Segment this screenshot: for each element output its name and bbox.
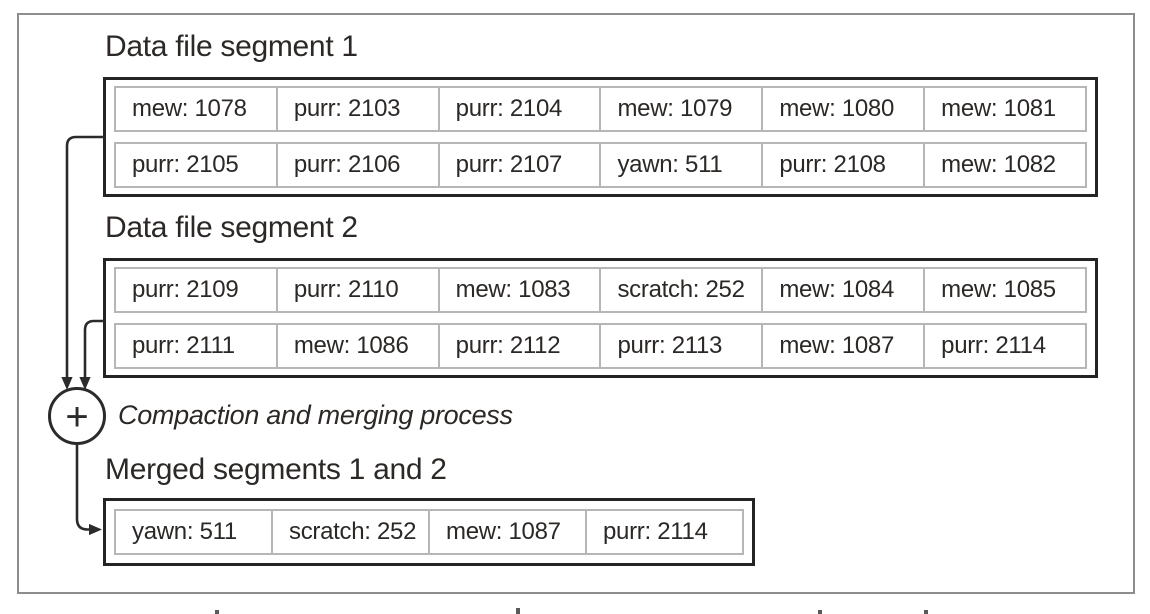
record-cell: purr: 2114 <box>941 332 1046 359</box>
segment-2-row-2: purr: 2111 mew: 1086 purr: 2112 purr: 21… <box>114 323 1087 369</box>
record-cell: purr: 2103 <box>278 88 440 130</box>
process-label: Compaction and merging process <box>118 400 513 430</box>
record-cell: scratch: 252 <box>273 511 430 553</box>
record-cell: purr: 2107 <box>440 144 602 186</box>
cropped-caption-fragment <box>818 610 822 614</box>
record-cell: mew: 1082 <box>941 151 1056 178</box>
record-cell: mew: 1087 <box>430 511 587 553</box>
record-cell: mew: 1080 <box>763 88 926 130</box>
record-cell: mew: 1083 <box>440 269 602 311</box>
record-cell: mew: 1087 <box>763 325 926 367</box>
record-cell: mew: 1078 <box>116 88 278 130</box>
record-cell: mew: 1084 <box>763 269 926 311</box>
record-cell: mew: 1081 <box>941 95 1056 122</box>
cropped-caption-fragment <box>215 610 219 614</box>
merged-box: yawn: 511 scratch: 252 mew: 1087 purr: 2… <box>103 498 755 566</box>
segment-1-title: Data file segment 1 <box>105 30 358 63</box>
record-cell: yawn: 511 <box>116 511 273 553</box>
record-cell: purr: 2112 <box>440 325 602 367</box>
record-cell: purr: 2114 <box>603 518 708 545</box>
record-cell: mew: 1086 <box>278 325 440 367</box>
cropped-caption-fragment <box>924 610 928 614</box>
segment-2-title: Data file segment 2 <box>105 211 358 244</box>
figure-frame <box>17 13 1135 594</box>
record-cell: mew: 1085 <box>941 276 1056 303</box>
record-cell: purr: 2110 <box>278 269 440 311</box>
record-cell: purr: 2104 <box>440 88 602 130</box>
record-cell: purr: 2111 <box>116 325 278 367</box>
cropped-caption-fragment <box>516 608 520 614</box>
merged-row: yawn: 511 scratch: 252 mew: 1087 purr: 2… <box>114 509 744 555</box>
segment-2-row-1: purr: 2109 purr: 2110 mew: 1083 scratch:… <box>114 267 1087 313</box>
segment-1-box: mew: 1078 purr: 2103 purr: 2104 mew: 107… <box>103 77 1098 197</box>
record-cell: purr: 2108 <box>763 144 926 186</box>
record-cell: purr: 2105 <box>116 144 278 186</box>
record-cell: purr: 2109 <box>116 269 278 311</box>
merged-title: Merged segments 1 and 2 <box>105 453 447 486</box>
record-cell: mew: 1079 <box>601 88 764 130</box>
record-cell: scratch: 252 <box>601 269 764 311</box>
segment-1-row-2: purr: 2105 purr: 2106 purr: 2107 yawn: 5… <box>114 142 1087 188</box>
record-cell: yawn: 511 <box>601 144 764 186</box>
segment-1-row-1: mew: 1078 purr: 2103 purr: 2104 mew: 107… <box>114 86 1087 132</box>
record-cell: purr: 2113 <box>601 325 764 367</box>
segment-2-box: purr: 2109 purr: 2110 mew: 1083 scratch:… <box>103 258 1098 378</box>
record-cell: purr: 2106 <box>278 144 440 186</box>
